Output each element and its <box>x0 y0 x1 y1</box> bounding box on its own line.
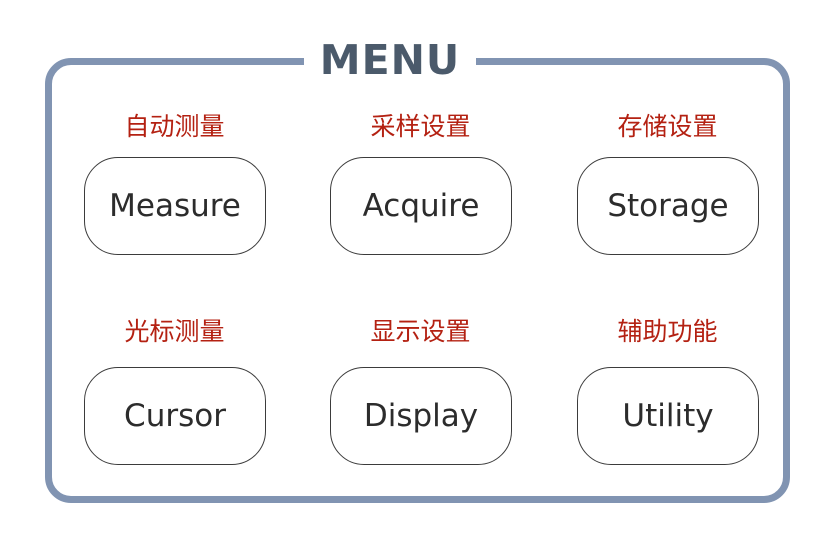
menu-title: MENU <box>319 36 461 84</box>
menu-button-grid: 自动测量 Measure 采样设置 Acquire 存储设置 Storage 光… <box>45 58 790 503</box>
display-button[interactable]: Display <box>330 367 512 465</box>
menu-cell-utility: 辅助功能 Utility <box>551 315 784 515</box>
menu-label-cn-cursor: 光标测量 <box>124 317 225 346</box>
menu-cell-storage: 存储设置 Storage <box>551 110 784 310</box>
menu-cell-measure: 自动测量 Measure <box>58 110 291 310</box>
cursor-button[interactable]: Cursor <box>84 367 266 465</box>
storage-button[interactable]: Storage <box>577 157 759 255</box>
menu-title-gap-mask <box>304 48 476 72</box>
menu-label-cn-utility: 辅助功能 <box>617 317 718 346</box>
menu-label-cn-display: 显示设置 <box>370 317 471 346</box>
menu-label-cn-measure: 自动测量 <box>124 112 225 141</box>
menu-cell-cursor: 光标测量 Cursor <box>58 315 291 515</box>
utility-button[interactable]: Utility <box>577 367 759 465</box>
measure-button[interactable]: Measure <box>84 157 266 255</box>
menu-label-cn-acquire: 采样设置 <box>370 112 471 141</box>
menu-cell-acquire: 采样设置 Acquire <box>304 110 537 310</box>
menu-cell-display: 显示设置 Display <box>304 315 537 515</box>
acquire-button[interactable]: Acquire <box>330 157 512 255</box>
menu-label-cn-storage: 存储设置 <box>617 112 718 141</box>
